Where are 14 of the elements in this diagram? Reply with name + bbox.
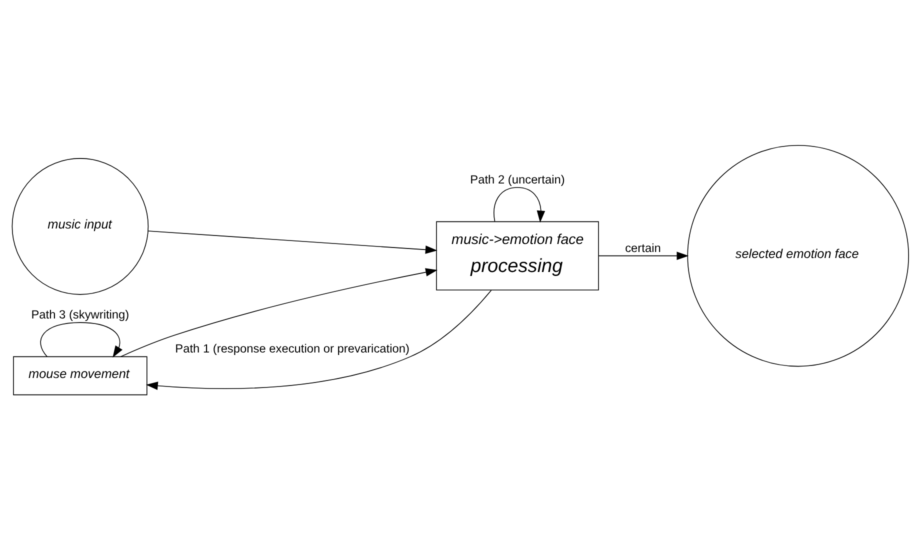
arrow <box>120 268 438 357</box>
arrow <box>148 230 438 254</box>
node-box: music->emotion face processing <box>436 220 599 290</box>
arrow <box>494 186 546 222</box>
edge-label: Path 2 (uncertain) <box>470 172 565 186</box>
arrow <box>598 251 689 260</box>
node-circle: selected emotion face <box>687 144 909 366</box>
arrow <box>40 322 122 358</box>
edge-label: Path 3 (skywriting) <box>31 307 130 322</box>
node-box: mouse movement <box>13 356 148 395</box>
arrow <box>146 289 492 390</box>
edge-label: certain <box>625 240 661 254</box>
node-circle: music input <box>12 158 149 294</box>
edge-label: Path 1 (response execution or prevarication) <box>175 341 410 356</box>
